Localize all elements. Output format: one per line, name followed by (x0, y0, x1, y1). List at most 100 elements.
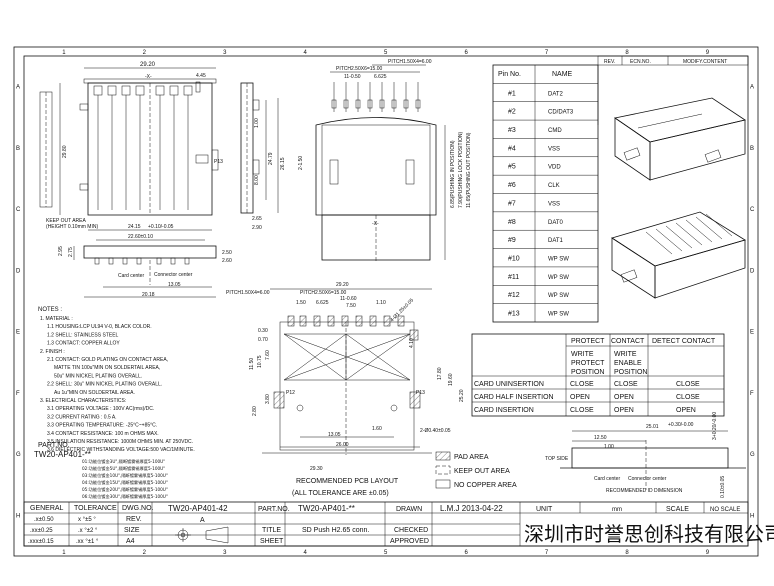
pcb-dim-4-10: 4.10 (409, 338, 415, 348)
id-dim-1-00: 1.00 (604, 444, 614, 450)
dim-11-0-50: 11-0.50 (344, 74, 361, 80)
dim-29-80: 29.80 (62, 145, 68, 158)
recommended-id-view: 25.01 +0.30/-0.00 12.50 1.00 3+0.20/-0.0… (545, 412, 746, 498)
x-marker: -X- (145, 74, 152, 80)
col-number: 4 (304, 50, 308, 56)
pcb-dim-13-05: 13.05 (328, 432, 341, 438)
part-option: 02:功能位镀金5U",隔断镀雾锡厚度5-100U" (82, 465, 165, 472)
contact-end-view: PITCH2.50X6=15.00 PITCH1.50X4=6.00 11-0.… (298, 59, 472, 262)
dim-6-625: 6.625 (374, 74, 387, 80)
dim-13-05: 13.05 (168, 282, 181, 288)
connector-center-label: Connector center (154, 272, 193, 278)
size-value: A4 (126, 538, 135, 545)
tol-1: .x±0.50 (34, 517, 54, 523)
row-letter: G (750, 452, 755, 458)
dim-2-60: 2.60 (222, 258, 232, 264)
revision-block: REV. ECN.NO. MODIFY.CONTENT (597, 55, 749, 125)
pin-name: VSS (548, 146, 560, 152)
dim-2-90: 2.90 (252, 225, 262, 231)
pin-number: #11 (508, 274, 519, 281)
title-label: TITLE (262, 527, 281, 534)
note-line: 50u" MIN NICKEL PLATING OVERALL. (54, 373, 142, 379)
area-legend: PAD AREA KEEP OUT AREA NO COPPER AREA (435, 451, 517, 489)
pcb-dim-29-30: 29.30 (310, 466, 323, 472)
part-no-value: TW20-AP401-** (34, 450, 91, 459)
switch-state-value: CLOSE (570, 407, 594, 414)
pin-name: WP SW (548, 312, 569, 318)
pin-name: WP SW (548, 275, 569, 281)
switch-state-value: CLOSE (570, 381, 594, 388)
drawn-label: DRAWN (396, 506, 422, 513)
notes-block: NOTES : 1. MATERIAL :1.1 HOUSING:LCP UL9… (34, 307, 195, 500)
dwg-no-value: TW20-AP401-42 (168, 504, 228, 513)
rev-tb-value: A (200, 517, 205, 524)
pin-name: CD/DAT3 (548, 110, 574, 116)
pcb-dim-17-80: 17.80 (437, 367, 443, 380)
dwg-no-label: DWG.NO. (122, 505, 154, 512)
pin-name: DAT2 (548, 91, 564, 97)
dim-2-50: 2.50 (222, 250, 232, 256)
part-option: 03:功能位镀金10U",隔断镀雾锡厚度5-100U" (82, 472, 168, 479)
col-number: 9 (706, 550, 710, 556)
note-line: 3.4 CONTACT RESISTANCE: 100 m OHMS MAX. (47, 431, 159, 437)
dim-24-15-tol: +0.10/-0.05 (148, 224, 174, 230)
switch-state-label: CARD HALF INSERTION (474, 394, 554, 401)
pin-name: VSS (548, 201, 560, 207)
title-block: GENERAL TOLERANCE DWG.NO. TW20-AP401-42 … (23, 501, 774, 547)
id-dim-25-01-tol: +0.30/-0.00 (668, 422, 694, 428)
sheet-label: SHEET (260, 538, 284, 545)
dim-4-45: 4.45 (196, 73, 206, 79)
dim-2-65: 2.65 (252, 216, 262, 222)
isometric-view-bottom (611, 211, 746, 299)
pcb-pitch-2-50: PITCH2.50X6=15.00 (300, 290, 346, 296)
note-line: 3.1 OPERATING VOLTAGE : 100V AC(rms)/DC. (47, 406, 154, 412)
wp-pos-line1: WRITE (571, 351, 594, 358)
part-no-tb-value: TW20-AP401-** (298, 504, 355, 513)
pin-number: #4 (508, 145, 516, 152)
x-marker-end: -X- (372, 221, 379, 227)
pcb-dim-0-30: 0.30 (258, 328, 268, 334)
row-letter: A (750, 85, 754, 91)
switch-state-value: OPEN (570, 394, 590, 401)
row-letter: H (750, 513, 754, 519)
company-name: 深圳市时誉思创科技有限公司 (524, 522, 774, 546)
we-pos-line1: WRITE (614, 351, 637, 358)
pcb-dim-25-20: 25.20 (459, 389, 465, 402)
col-number: 2 (143, 550, 147, 556)
pcb-hole-2: 2-Ø0.40±0.05 (420, 428, 451, 434)
front-strip-view: 2.95 2.75 Card center Connector center 1… (58, 245, 232, 298)
legend-no-copper: NO COPPER AREA (454, 482, 517, 489)
pin-number: #13 (508, 311, 520, 318)
col-number: 1 (62, 550, 66, 556)
outer-border (13, 46, 759, 557)
pcb-dim-7-50: 7.50 (346, 303, 356, 309)
pin-no-header: Pin No. (498, 71, 521, 78)
tol-2: .xx±0.25 (30, 528, 53, 534)
id-dim-0-10: 0.10±0.05 (720, 476, 726, 498)
row-letter: C (750, 207, 755, 213)
col-number: 6 (464, 50, 468, 56)
size-label: SIZE (124, 527, 140, 534)
side-view: 1.00 8.00 24.79 26.15 2.65 2.90 (240, 82, 286, 231)
id-dim-12-50: 12.50 (594, 435, 607, 441)
tol-3-angle: .xx °±1 ° (76, 539, 99, 545)
switch-state-label: CARD UNINSERTION (474, 381, 544, 388)
dim-20-18: 20.18 (142, 292, 155, 298)
row-letter: F (750, 391, 754, 397)
we-pos-line3: POSITION (614, 369, 647, 376)
switch-state-label: CARD INSERTION (474, 407, 534, 414)
general-label: GENERAL (30, 505, 64, 512)
legend-pad: PAD AREA (454, 454, 489, 461)
checked-label: CHECKED (394, 527, 428, 534)
note-line: 1.3 CONTACT: COPPER ALLOY (47, 341, 120, 347)
col-number: 9 (706, 50, 710, 56)
card-center-label: Card center (118, 273, 144, 279)
row-letter: H (16, 513, 20, 519)
rev-tb-label: REV. (126, 516, 142, 523)
row-letter: D (750, 268, 755, 274)
pitch-1-50: PITCH1.50X4=6.00 (388, 59, 432, 65)
note-line: 2.2 SHELL: 30u" MIN NICKEL PLATING OVERA… (47, 382, 162, 388)
part-no-tb-label: PART.NO. (258, 506, 290, 513)
pcb-layout: 29.20 PITCH1.50X4=6.00 PITCH2.50X6=15.00… (226, 282, 465, 497)
